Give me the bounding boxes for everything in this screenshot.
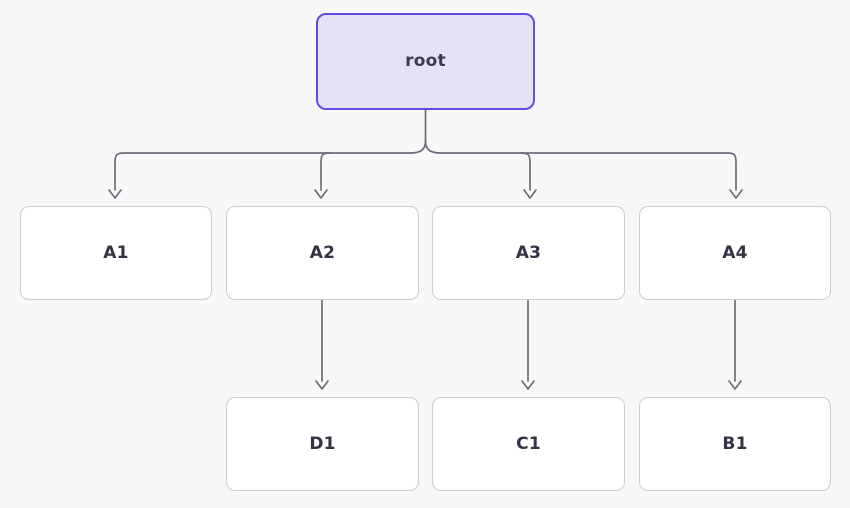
node-a3-label: A3 bbox=[515, 242, 542, 263]
node-c1[interactable]: C1 bbox=[432, 397, 625, 491]
edge-root-a4 bbox=[424, 140, 737, 191]
arrowhead-a4 bbox=[729, 189, 743, 199]
arrowhead-c1 bbox=[521, 380, 535, 390]
node-a3[interactable]: A3 bbox=[432, 206, 625, 300]
node-c1-label: C1 bbox=[516, 433, 541, 454]
arrowhead-a2 bbox=[314, 189, 328, 199]
node-a1-label: A1 bbox=[103, 242, 129, 263]
node-a2-label: A2 bbox=[309, 242, 336, 263]
node-a1[interactable]: A1 bbox=[20, 206, 212, 300]
arrowhead-d1 bbox=[315, 380, 329, 390]
node-a2[interactable]: A2 bbox=[226, 206, 419, 300]
node-root[interactable]: root bbox=[316, 13, 535, 110]
arrowhead-a1 bbox=[108, 189, 122, 199]
node-b1-label: B1 bbox=[722, 433, 748, 454]
node-b1[interactable]: B1 bbox=[639, 397, 831, 491]
arrowhead-b1 bbox=[728, 380, 742, 390]
node-a4-label: A4 bbox=[722, 242, 748, 263]
edge-root-a3 bbox=[520, 152, 531, 191]
node-a4[interactable]: A4 bbox=[639, 206, 831, 300]
node-root-label: root bbox=[405, 51, 446, 71]
node-d1[interactable]: D1 bbox=[226, 397, 419, 491]
edge-root-a2 bbox=[320, 152, 331, 191]
node-d1-label: D1 bbox=[309, 433, 336, 454]
arrowhead-a3 bbox=[523, 189, 537, 199]
edge-root-a1 bbox=[114, 140, 427, 191]
